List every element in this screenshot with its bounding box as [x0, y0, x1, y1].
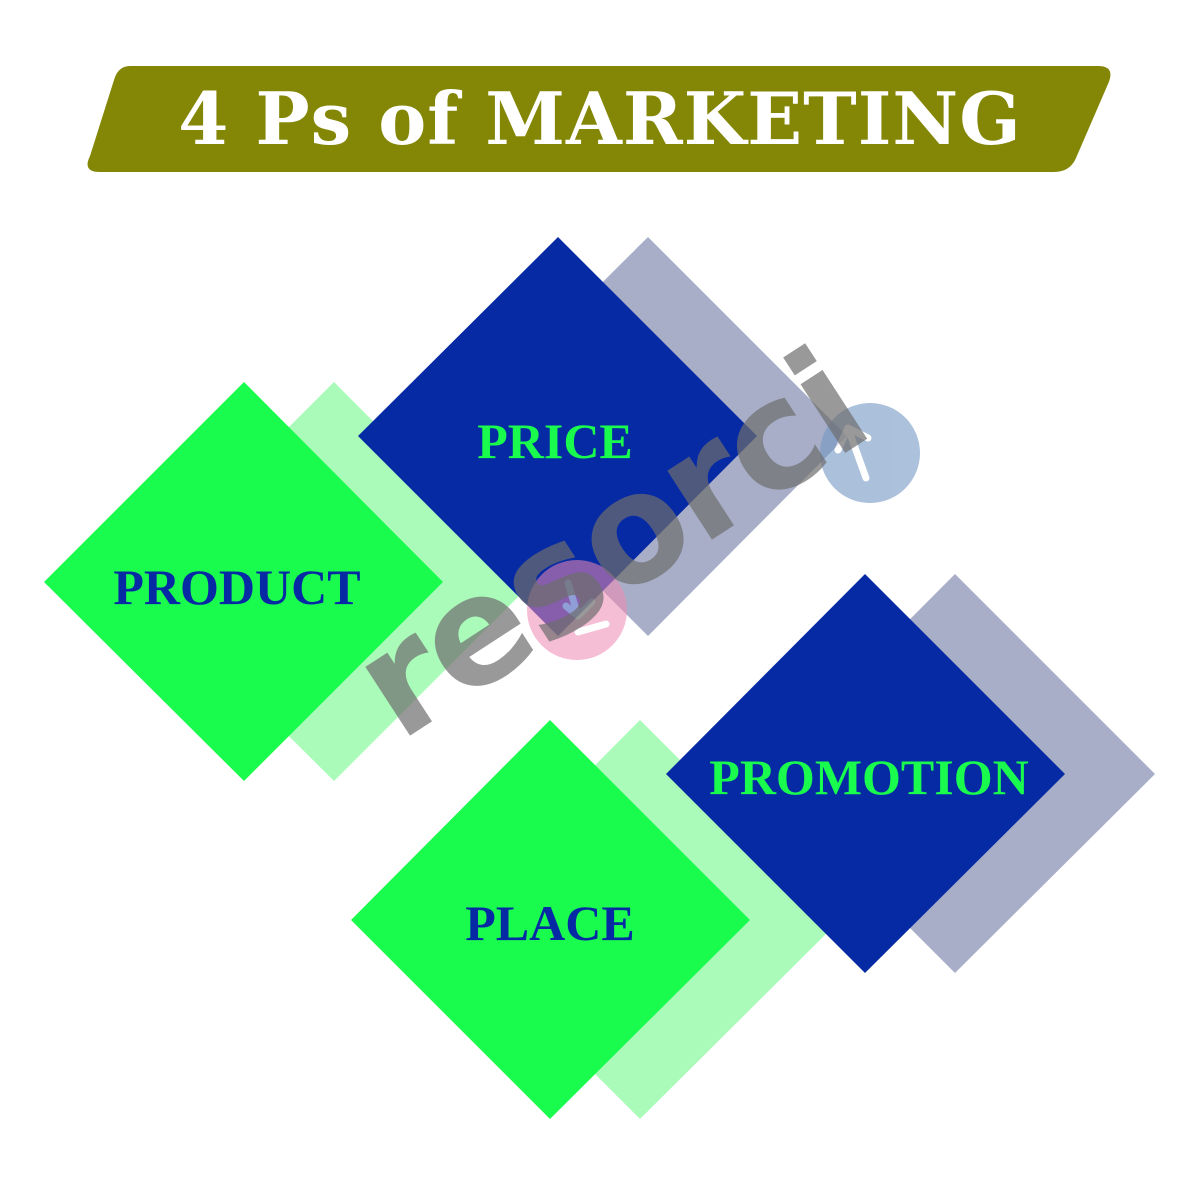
watermark-arrow-icon [820, 403, 920, 503]
price-label: PRICE [477, 413, 633, 469]
promotion-diamond [666, 574, 1065, 973]
page-title: 4 Ps of MARKETING [178, 76, 1022, 161]
title-banner [87, 66, 1111, 172]
product-label: PRODUCT [113, 559, 361, 615]
resorcio-logo-icon [527, 560, 627, 660]
price-diamond [358, 237, 757, 636]
product-diamond [44, 382, 443, 781]
place-label: PLACE [465, 895, 635, 951]
promotion-label: PROMOTION [709, 749, 1029, 805]
place-diamond [351, 720, 750, 1119]
